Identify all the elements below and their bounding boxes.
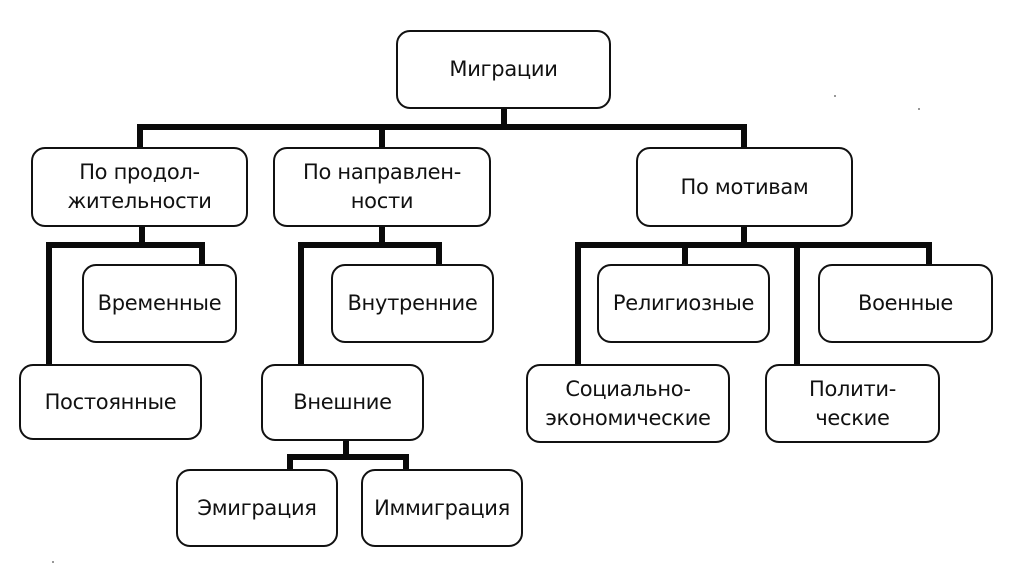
node-temporary: Временные [82,264,237,343]
connector-by-direction-stem [379,225,385,245]
connector-to-religious [682,242,688,266]
node-internal: Внутренние [331,264,494,343]
connector-by-duration-stem [139,225,145,245]
node-external: Внешние [261,364,424,441]
connector-to-immigration [403,454,409,470]
connector-to-by-duration [137,124,143,150]
connector-external-bus [287,454,409,460]
connector-by-motives-bus [575,242,932,248]
connector-by-direction-bus [298,242,442,248]
connector-to-socio-economic [575,242,581,366]
node-emigration: Эмиграция [176,469,338,547]
scan-speck [834,95,836,97]
node-immigration: Иммиграция [361,469,523,547]
connector-root-stem [501,107,507,127]
node-military: Военные [818,264,993,343]
connector-to-emigration [287,454,293,470]
connector-by-motives-stem [741,225,747,245]
connector-to-military [926,242,932,266]
connector-to-temporary [199,242,205,266]
connector-to-external [298,242,304,366]
node-political: Полити- ческие [765,364,940,443]
connector-to-by-motives [741,124,747,160]
connector-to-by-direction [379,124,385,150]
node-religious: Религиозные [597,264,770,343]
node-root-migrations: Миграции [396,30,611,109]
scan-speck [918,108,920,110]
node-permanent: Постоянные [19,364,202,440]
connector-by-duration-bus [46,242,205,248]
connector-to-permanent [46,242,52,366]
node-by-motives: По мотивам [636,147,853,227]
node-by-duration: По продол- жительности [31,147,248,227]
connector-external-stem [343,439,349,457]
node-by-direction: По направлен- ности [273,147,491,227]
scan-speck [52,561,54,563]
connector-to-political [794,242,800,366]
node-socio-economic: Социально- экономические [526,364,730,443]
connector-level1-bus [137,124,747,130]
connector-to-internal [436,242,442,266]
